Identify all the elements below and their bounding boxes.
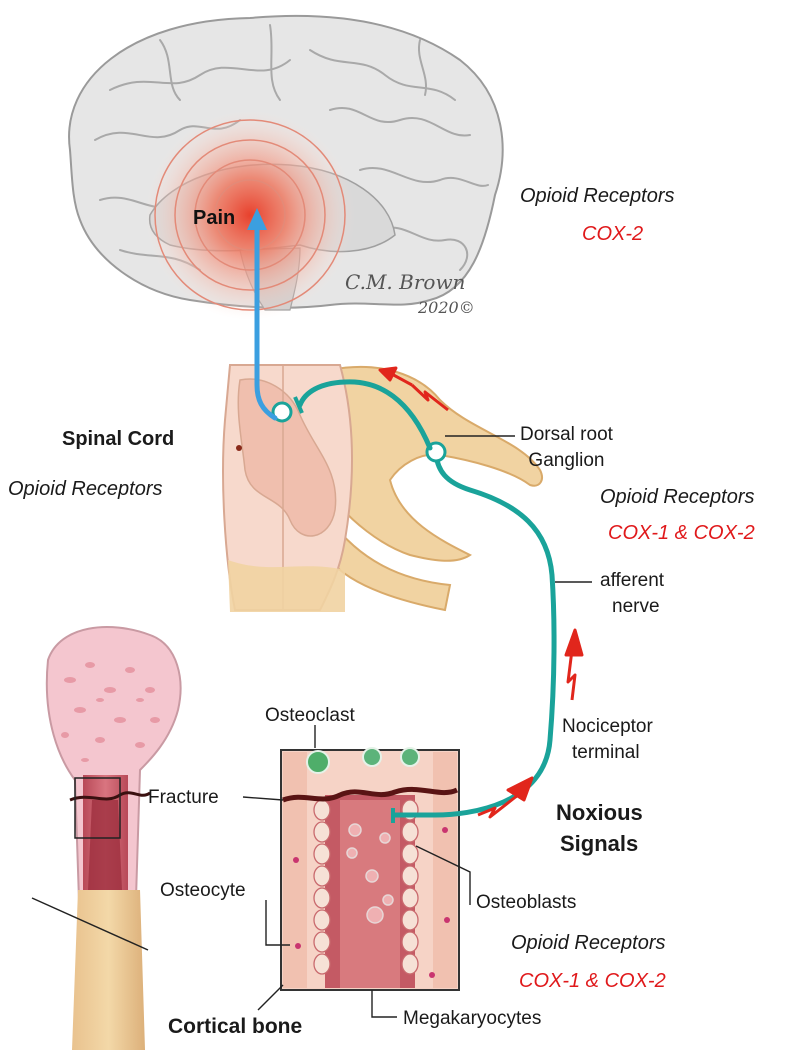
megakaryocytes-label: Megakaryocytes <box>403 1008 542 1029</box>
drg-label-line2: Ganglion <box>528 449 605 471</box>
bone-detail-panel <box>280 747 460 991</box>
bone-cox-label: COX-1 & COX-2 <box>519 970 666 992</box>
afferent-nerve-label: afferent nerve <box>600 570 664 618</box>
spinal-cord-title: Spinal Cord <box>62 428 175 450</box>
drg-label-line1: Dorsal root <box>520 424 613 445</box>
signature-name: C.M. Brown <box>345 270 466 294</box>
osteoclast-label: Osteoclast <box>265 705 355 726</box>
long-bone-illustration <box>31 626 182 1050</box>
spinal-cord-opioid-receptors: Opioid Receptors <box>8 478 163 500</box>
pain-ascending-path <box>247 208 278 421</box>
osteoblasts-label: Osteoblasts <box>476 892 577 913</box>
osteocyte-label: Osteocyte <box>160 880 246 901</box>
cortical-bone-label: Cortical bone <box>168 1015 303 1038</box>
signal-arrows <box>378 366 584 819</box>
drg-label: Dorsal root Ganglion <box>520 424 613 472</box>
drg-cox-label: COX-1 & COX-2 <box>608 522 755 544</box>
brain-cox-label: COX-2 <box>582 223 644 245</box>
afferent-nerve-path <box>271 379 557 823</box>
nociceptor-terminal-label: Nociceptor terminal <box>562 716 653 764</box>
bone-opioid-receptors: Opioid Receptors <box>511 932 666 954</box>
noxious-signals-label: Noxious Signals <box>556 800 643 857</box>
spinal-cord-illustration <box>222 364 543 612</box>
nociceptor-line2: terminal <box>572 741 640 763</box>
artist-signature: C.M. Brown <box>345 270 465 294</box>
afferent-nerve-line1: afferent <box>600 570 665 591</box>
afferent-nerve-line2: nerve <box>612 595 660 617</box>
pain-label: Pain <box>193 207 236 229</box>
nociceptor-line1: Nociceptor <box>562 716 653 737</box>
signature-year: 2020© <box>418 298 475 317</box>
noxious-line1: Noxious <box>556 800 643 825</box>
noxious-line2: Signals <box>560 831 639 857</box>
brain-illustration <box>68 14 504 320</box>
leader-lines <box>242 435 592 1018</box>
drg-opioid-receptors: Opioid Receptors <box>600 486 755 508</box>
fracture-label: Fracture <box>148 787 219 808</box>
brain-opioid-receptors: Opioid Receptors <box>520 185 675 207</box>
